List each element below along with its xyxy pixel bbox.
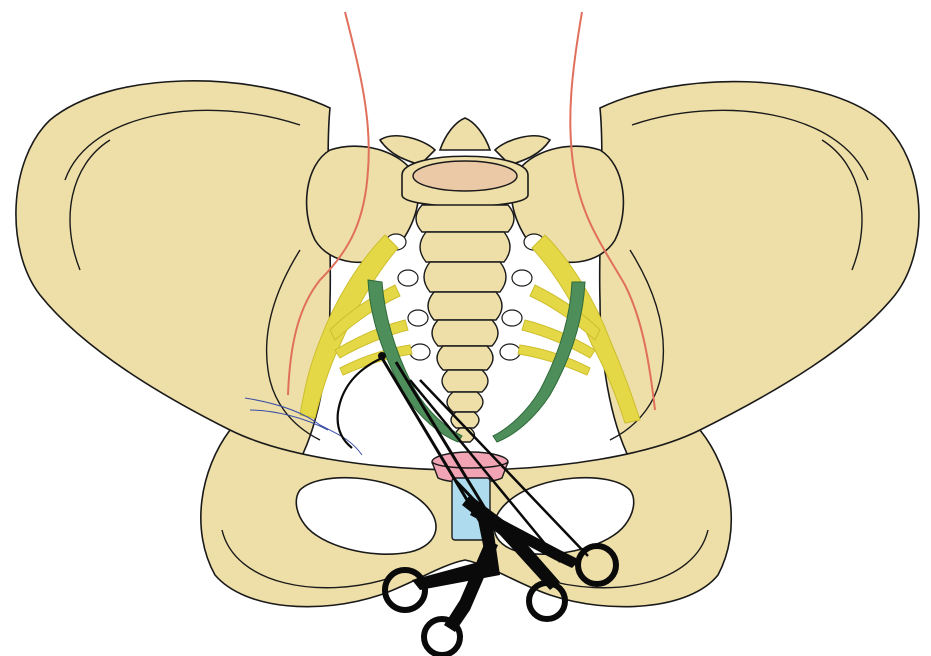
sacral-foramen bbox=[500, 344, 520, 360]
sacral-foramen bbox=[512, 270, 532, 286]
sacral-foramen bbox=[502, 310, 522, 326]
sacral-segment bbox=[442, 370, 488, 392]
sacral-segment bbox=[437, 346, 493, 370]
sacral-segment bbox=[428, 292, 502, 320]
sacral-foramen bbox=[398, 270, 418, 286]
spinous-process bbox=[440, 118, 490, 150]
left-iliac-wing bbox=[16, 81, 330, 490]
right-iliac-wing bbox=[600, 82, 919, 490]
sacral-segment bbox=[432, 320, 498, 346]
driver-ring-bottom bbox=[424, 619, 460, 655]
sacral-foramen bbox=[410, 344, 430, 360]
sacral-foramen bbox=[408, 310, 428, 326]
vertebral-disc bbox=[413, 161, 517, 191]
sacral-segment bbox=[416, 205, 514, 232]
sacral-segment bbox=[420, 232, 510, 262]
sacral-segment bbox=[447, 392, 483, 412]
sacral-segment bbox=[424, 262, 506, 292]
